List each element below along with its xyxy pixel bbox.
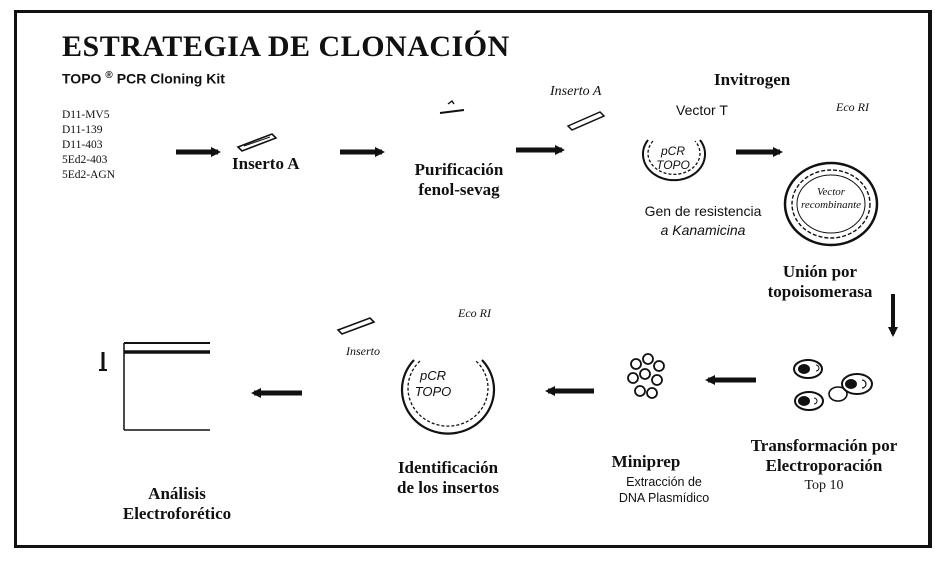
- sample-list: D11-MV5 D11-139 D11-403 5Ed2-403 5Ed2-AG…: [62, 108, 115, 183]
- extraccion-line2: DNA Plasmídico: [618, 491, 710, 505]
- union-line1: Unión por: [782, 262, 858, 281]
- inserto-a-label: Inserto A: [550, 84, 602, 99]
- diagram-title: ESTRATEGIA DE CLONACIÓN: [62, 30, 510, 63]
- sample-item: D11-MV5: [62, 109, 110, 121]
- kit-brand: TOPO: [62, 70, 102, 87]
- sample-item: D11-403: [62, 139, 103, 151]
- electrophoresis-gel-icon: [99, 342, 210, 431]
- identificacion-label: Identificación de los insertos: [378, 458, 518, 498]
- recombinant-vector-icon: [783, 161, 879, 247]
- identificacion-line2: de los insertos: [397, 478, 499, 497]
- eco-ri-top-label: Eco RI: [836, 100, 869, 114]
- step-purificacion-line1: Purificación: [414, 160, 504, 179]
- diagram-frame: [14, 10, 932, 548]
- step-inserto-a: Inserto A: [232, 154, 300, 173]
- pcr-topo-bottom-vector-icon: [400, 359, 496, 435]
- vector-recombinante-label: Vector recombinante: [800, 186, 862, 212]
- kit-suffix: PCR Cloning Kit: [116, 70, 225, 87]
- company-name: Invitrogen: [714, 70, 791, 89]
- pcr-topo-plasmid-label: pCR TOPO: [653, 144, 693, 172]
- pcr-topo-bottom-label: pCR TOPO: [413, 368, 453, 400]
- transformacion-line1: Transformación por: [750, 436, 898, 455]
- pcr-label: pCR: [660, 144, 685, 158]
- sample-item: 5Ed2-403: [62, 154, 108, 166]
- insert-fragment-icon: [236, 133, 278, 152]
- sample-item: D11-139: [62, 124, 103, 136]
- sample-item: 5Ed2-AGN: [62, 169, 116, 181]
- kit-name: TOPO®PCR Cloning Kit: [62, 70, 225, 87]
- pcr-bottom-label: pCR: [419, 368, 446, 383]
- analisis-label: Análisis Electroforético: [102, 484, 252, 524]
- purified-fragment-icon: [439, 99, 465, 114]
- plasmid-circles-icon: [627, 353, 665, 399]
- vector-label: Vector: [816, 186, 846, 198]
- analisis-line1: Análisis: [148, 484, 206, 503]
- extraccion-label: Extracción de DNA Plasmídico: [600, 474, 728, 506]
- vector-t-label: Vector T: [676, 102, 728, 118]
- extraccion-line1: Extracción de: [626, 475, 702, 489]
- transformacion-line3: Top 10: [804, 478, 844, 493]
- kit-registered-mark: ®: [105, 70, 113, 81]
- pcr-topo-vector-icon: [642, 139, 706, 182]
- union-line2: topoisomerasa: [767, 282, 873, 301]
- recombinante-label: recombinante: [800, 199, 862, 211]
- insert-near-vector-icon: [566, 111, 606, 131]
- bacteria-cells-icon: [793, 359, 873, 411]
- transformacion-label: Transformación por Electroporación Top 1…: [734, 436, 914, 496]
- topo-bottom-label: TOPO: [414, 384, 452, 399]
- gen-resistencia-label: Gen de resistencia a Kanamicina: [630, 202, 776, 240]
- topo-label: TOPO: [656, 158, 690, 172]
- union-label: Unión por topoisomerasa: [760, 262, 880, 302]
- miniprep-label: Miniprep: [611, 452, 681, 471]
- analisis-line2: Electroforético: [122, 504, 232, 523]
- step-purificacion: Purificación fenol-sevag: [404, 160, 514, 200]
- identificacion-line1: Identificación: [397, 458, 499, 477]
- gen-resistencia-line2: a Kanamicina: [660, 222, 746, 238]
- insert-bottom-icon: [336, 317, 376, 335]
- gen-resistencia-line1: Gen de resistencia: [644, 203, 762, 219]
- eco-ri-bottom-label: Eco RI: [458, 306, 491, 320]
- inserto-bottom-label: Inserto: [346, 344, 380, 358]
- transformacion-line2: Electroporación: [765, 456, 883, 475]
- step-purificacion-line2: fenol-sevag: [418, 180, 500, 199]
